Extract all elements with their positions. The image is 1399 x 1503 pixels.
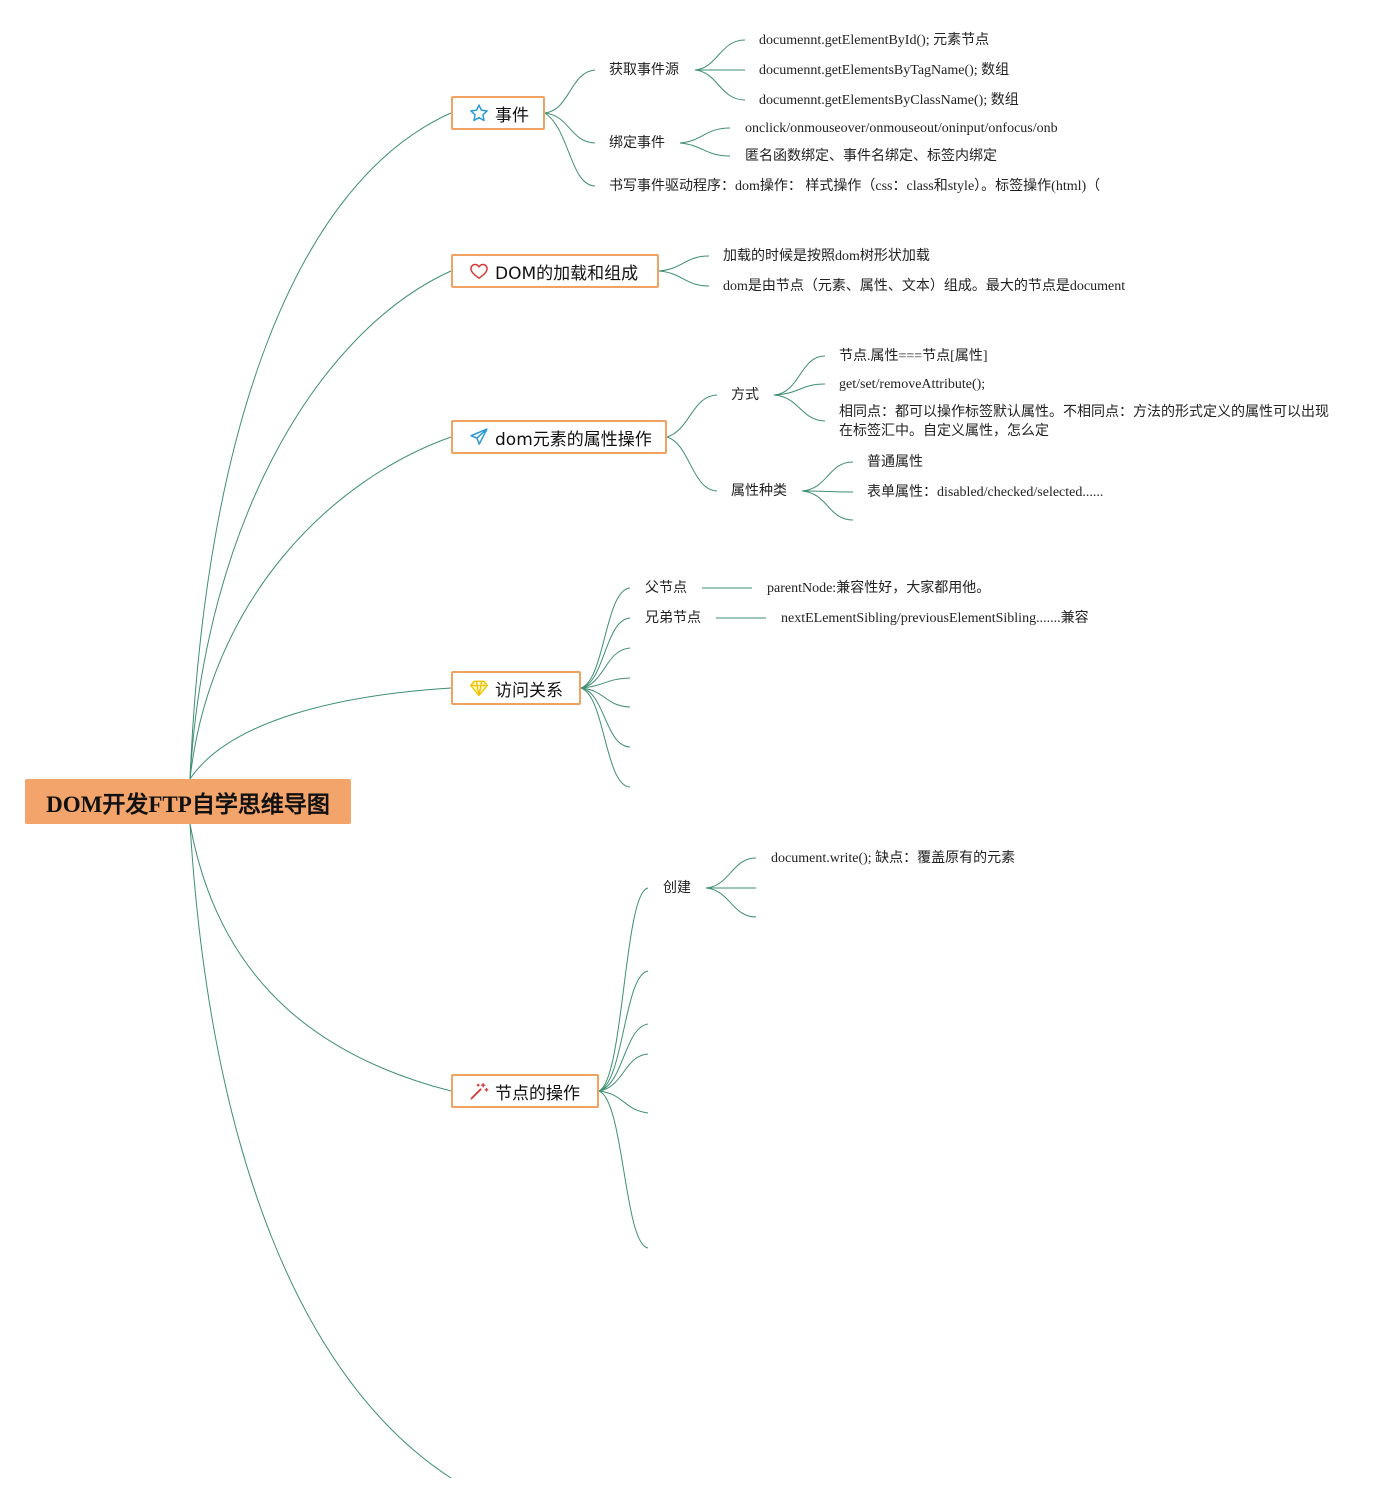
topic-events[interactable]: 事件: [451, 96, 545, 130]
topic-node-ops-label: 节点的操作: [495, 1083, 580, 1104]
attr-method-item[interactable]: 节点.属性===节点[属性]: [839, 349, 988, 364]
paper-plane-icon: [469, 427, 489, 447]
topic-access-label: 访问关系: [495, 680, 563, 701]
root-title: DOM开发FTP自学思维导图: [46, 791, 330, 817]
attr-method-item[interactable]: 相同点：都可以操作标签默认属性。不相同点：方法的形式定义的属性可以出现在标签汇中…: [839, 405, 1329, 439]
topic-dom-load[interactable]: DOM的加载和组成: [451, 254, 659, 288]
dom-load-item[interactable]: 加载的时候是按照dom树形状加载: [723, 249, 930, 264]
events-bind-item[interactable]: 匿名函数绑定、事件名绑定、标签内绑定: [745, 149, 997, 164]
access-sibling[interactable]: 兄弟节点: [645, 610, 701, 626]
topic-attr-ops-label: dom元素的属性操作: [495, 429, 652, 450]
diamond-icon: [469, 678, 489, 698]
topic-access[interactable]: 访问关系: [451, 671, 581, 705]
attr-kinds-item[interactable]: 表单属性：disabled/checked/selected......: [867, 485, 1104, 500]
events-bind-item[interactable]: onclick/onmouseover/onmouseout/oninput/o…: [745, 121, 1058, 136]
dom-load-item[interactable]: dom是由节点（元素、属性、文本）组成。最大的节点是document: [723, 279, 1126, 294]
attr-kinds[interactable]: 属性种类: [731, 483, 787, 499]
heart-icon: [469, 261, 489, 281]
topic-events-label: 事件: [495, 105, 529, 126]
root-node[interactable]: DOM开发FTP自学思维导图: [25, 779, 351, 824]
topic-dom-load-label: DOM的加载和组成: [495, 263, 639, 284]
star-icon: [469, 103, 489, 123]
magic-wand-icon: [469, 1081, 489, 1101]
events-get-source-item[interactable]: documennt.getElementById(); 元素节点: [759, 33, 990, 48]
node-ops-create[interactable]: 创建: [663, 880, 691, 896]
node-ops-create-detail[interactable]: document.write(); 缺点：覆盖原有的元素: [771, 851, 1016, 866]
events-driver[interactable]: 书写事件驱动程序：dom操作： 样式操作（css：class和style）。标签…: [609, 179, 1101, 194]
events-get-source-item[interactable]: documennt.getElementsByClassName(); 数组: [759, 93, 1019, 108]
attr-kinds-item[interactable]: 普通属性: [867, 455, 923, 470]
events-get-source[interactable]: 获取事件源: [609, 62, 679, 78]
attr-method[interactable]: 方式: [731, 387, 759, 403]
topic-node-ops[interactable]: 节点的操作: [451, 1074, 599, 1108]
access-parent[interactable]: 父节点: [645, 580, 687, 596]
attr-method-item[interactable]: get/set/removeAttribute();: [839, 377, 986, 392]
events-bind[interactable]: 绑定事件: [609, 135, 665, 151]
events-get-source-item[interactable]: documennt.getElementsByTagName(); 数组: [759, 63, 1010, 78]
access-parent-detail[interactable]: parentNode:兼容性好，大家都用他。: [767, 581, 991, 596]
access-sibling-detail[interactable]: nextELementSibling/previousElementSiblin…: [781, 611, 1089, 626]
topic-attr-ops[interactable]: dom元素的属性操作: [451, 420, 667, 454]
